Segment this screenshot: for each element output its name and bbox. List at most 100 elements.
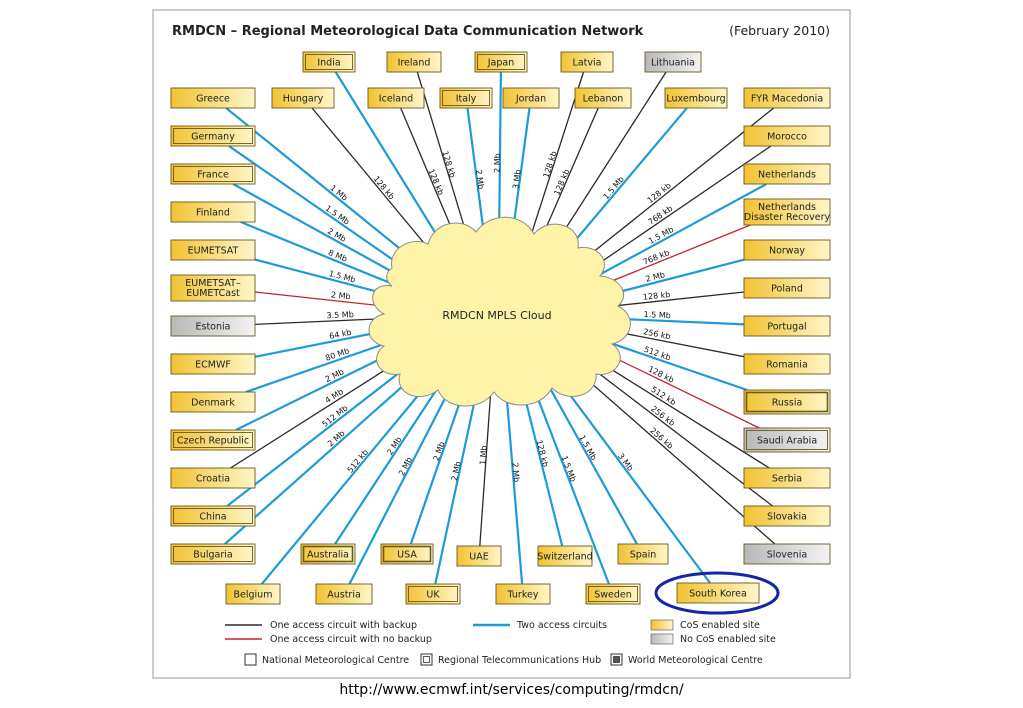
site-estonia: Estonia bbox=[170, 315, 256, 337]
link-latvia bbox=[526, 71, 585, 248]
site-spain: Spain bbox=[617, 543, 669, 565]
link-spain bbox=[542, 376, 638, 545]
site-box bbox=[743, 353, 831, 375]
link-sweden bbox=[530, 381, 610, 585]
site-label: Serbia bbox=[772, 474, 802, 485]
site-switzerland: Switzerland bbox=[537, 545, 593, 567]
site-label: Poland bbox=[771, 284, 803, 295]
site-label: USA bbox=[397, 550, 417, 561]
site-label: Spain bbox=[630, 550, 657, 561]
site-label: Russia bbox=[772, 398, 803, 409]
link-slovenia bbox=[565, 360, 776, 545]
mpls-cloud: RMDCN MPLS Cloud bbox=[368, 216, 631, 407]
site-label: Lithuania bbox=[651, 58, 695, 69]
site-box bbox=[170, 274, 256, 302]
site-box-inner-border bbox=[746, 430, 828, 450]
cloud-label: RMDCN MPLS Cloud bbox=[442, 309, 551, 322]
site-portugal: Portugal bbox=[743, 315, 831, 337]
site-label: FYR Macedonia bbox=[751, 94, 823, 105]
site-box bbox=[664, 87, 728, 109]
site-label: Czech Republic bbox=[177, 436, 249, 447]
bandwidth-label-ecmwf: 64 kb bbox=[329, 328, 353, 341]
site-netherlands: Netherlands bbox=[743, 163, 831, 185]
link-switzerland bbox=[520, 384, 564, 547]
legend-two-label: Two access circuits bbox=[516, 620, 607, 631]
link-ireland bbox=[416, 71, 471, 247]
site-germany: Germany bbox=[170, 125, 256, 147]
site-label: Slovakia bbox=[767, 512, 807, 523]
site-box-inner-border bbox=[442, 90, 490, 106]
legend-rth-label: Regional Telecommunications Hub bbox=[438, 655, 601, 666]
site-box bbox=[743, 505, 831, 527]
site-russia: Russia bbox=[743, 389, 831, 415]
site-serbia: Serbia bbox=[743, 467, 831, 489]
site-south-korea: South Korea bbox=[676, 582, 760, 604]
site-box bbox=[743, 125, 831, 147]
site-box bbox=[380, 543, 434, 565]
site-label: Japan bbox=[487, 58, 515, 69]
site-india: India bbox=[302, 51, 356, 73]
site-label: India bbox=[317, 58, 340, 69]
link-fyr-macedonia bbox=[567, 107, 775, 273]
site-box bbox=[170, 505, 256, 527]
site-box-inner-border bbox=[588, 586, 638, 602]
site-label: Austria bbox=[327, 590, 361, 601]
site-box bbox=[170, 467, 256, 489]
site-box bbox=[170, 353, 256, 375]
site-uk: UK bbox=[405, 583, 461, 605]
site-box bbox=[315, 583, 373, 605]
site-bulgaria: Bulgaria bbox=[170, 543, 256, 565]
site-label: Greece bbox=[196, 94, 230, 105]
legend-backup-label: One access circuit with backup bbox=[270, 620, 417, 631]
site-box bbox=[617, 543, 669, 565]
site-label: Belgium bbox=[234, 590, 273, 601]
diagram-title: RMDCN – Regional Meteorological Data Com… bbox=[172, 24, 644, 39]
site-box-inner-border bbox=[477, 54, 525, 70]
bandwidth-label-japan: 2 Mb bbox=[493, 153, 502, 173]
site-box bbox=[170, 543, 256, 565]
site-label: UK bbox=[426, 590, 440, 601]
site-box-inner-border bbox=[745, 391, 829, 413]
site-box bbox=[537, 545, 593, 567]
site-box bbox=[495, 583, 551, 605]
site-label: UAE bbox=[469, 552, 488, 563]
link-india bbox=[334, 71, 451, 256]
site-croatia: Croatia bbox=[170, 467, 256, 489]
site-italy: Italy bbox=[439, 87, 493, 109]
site-label: Finland bbox=[196, 208, 230, 219]
source-url[interactable]: http://www.ecmwf.int/services/computing/… bbox=[339, 682, 684, 698]
link-austria bbox=[348, 377, 457, 585]
bandwidth-label-jordan: 3 Mb bbox=[511, 169, 523, 190]
site-box bbox=[271, 87, 335, 109]
site-box bbox=[743, 277, 831, 299]
south-korea-highlight-ellipse bbox=[654, 571, 780, 615]
site-belgium: Belgium bbox=[225, 583, 281, 605]
link-morocco bbox=[572, 145, 772, 282]
link-south-korea bbox=[551, 370, 711, 584]
site-box bbox=[743, 389, 831, 415]
link-france bbox=[232, 183, 420, 288]
site-saudi-arabia: Saudi Arabia bbox=[743, 427, 831, 453]
bandwidth-label-estonia: 3.5 Mb bbox=[326, 310, 354, 320]
site-austria: Austria bbox=[315, 583, 373, 605]
bandwidth-label-portugal: 1.5 Mb bbox=[643, 310, 671, 320]
legend-rth-symbol bbox=[420, 653, 433, 666]
bandwidth-label-eumetsat-eumetcast: 2 Mb bbox=[331, 290, 351, 301]
site-label: Luxembourg bbox=[666, 94, 725, 105]
bandwidth-label-uk: 2 Mb bbox=[450, 461, 463, 482]
site-morocco: Morocco bbox=[743, 125, 831, 147]
site-box bbox=[743, 467, 831, 489]
site-box bbox=[386, 51, 442, 73]
link-hungary bbox=[311, 107, 440, 262]
site-box-inner-border bbox=[173, 508, 253, 524]
site-label: Netherlands bbox=[758, 170, 816, 181]
site-box bbox=[743, 163, 831, 185]
site-box-inner-border bbox=[173, 128, 253, 144]
site-poland: Poland bbox=[743, 277, 831, 299]
link-lithuania bbox=[547, 71, 667, 257]
site-slovenia: Slovenia bbox=[743, 543, 831, 565]
link-japan bbox=[497, 71, 502, 244]
link-australia bbox=[334, 373, 448, 545]
site-latvia: Latvia bbox=[560, 51, 614, 73]
